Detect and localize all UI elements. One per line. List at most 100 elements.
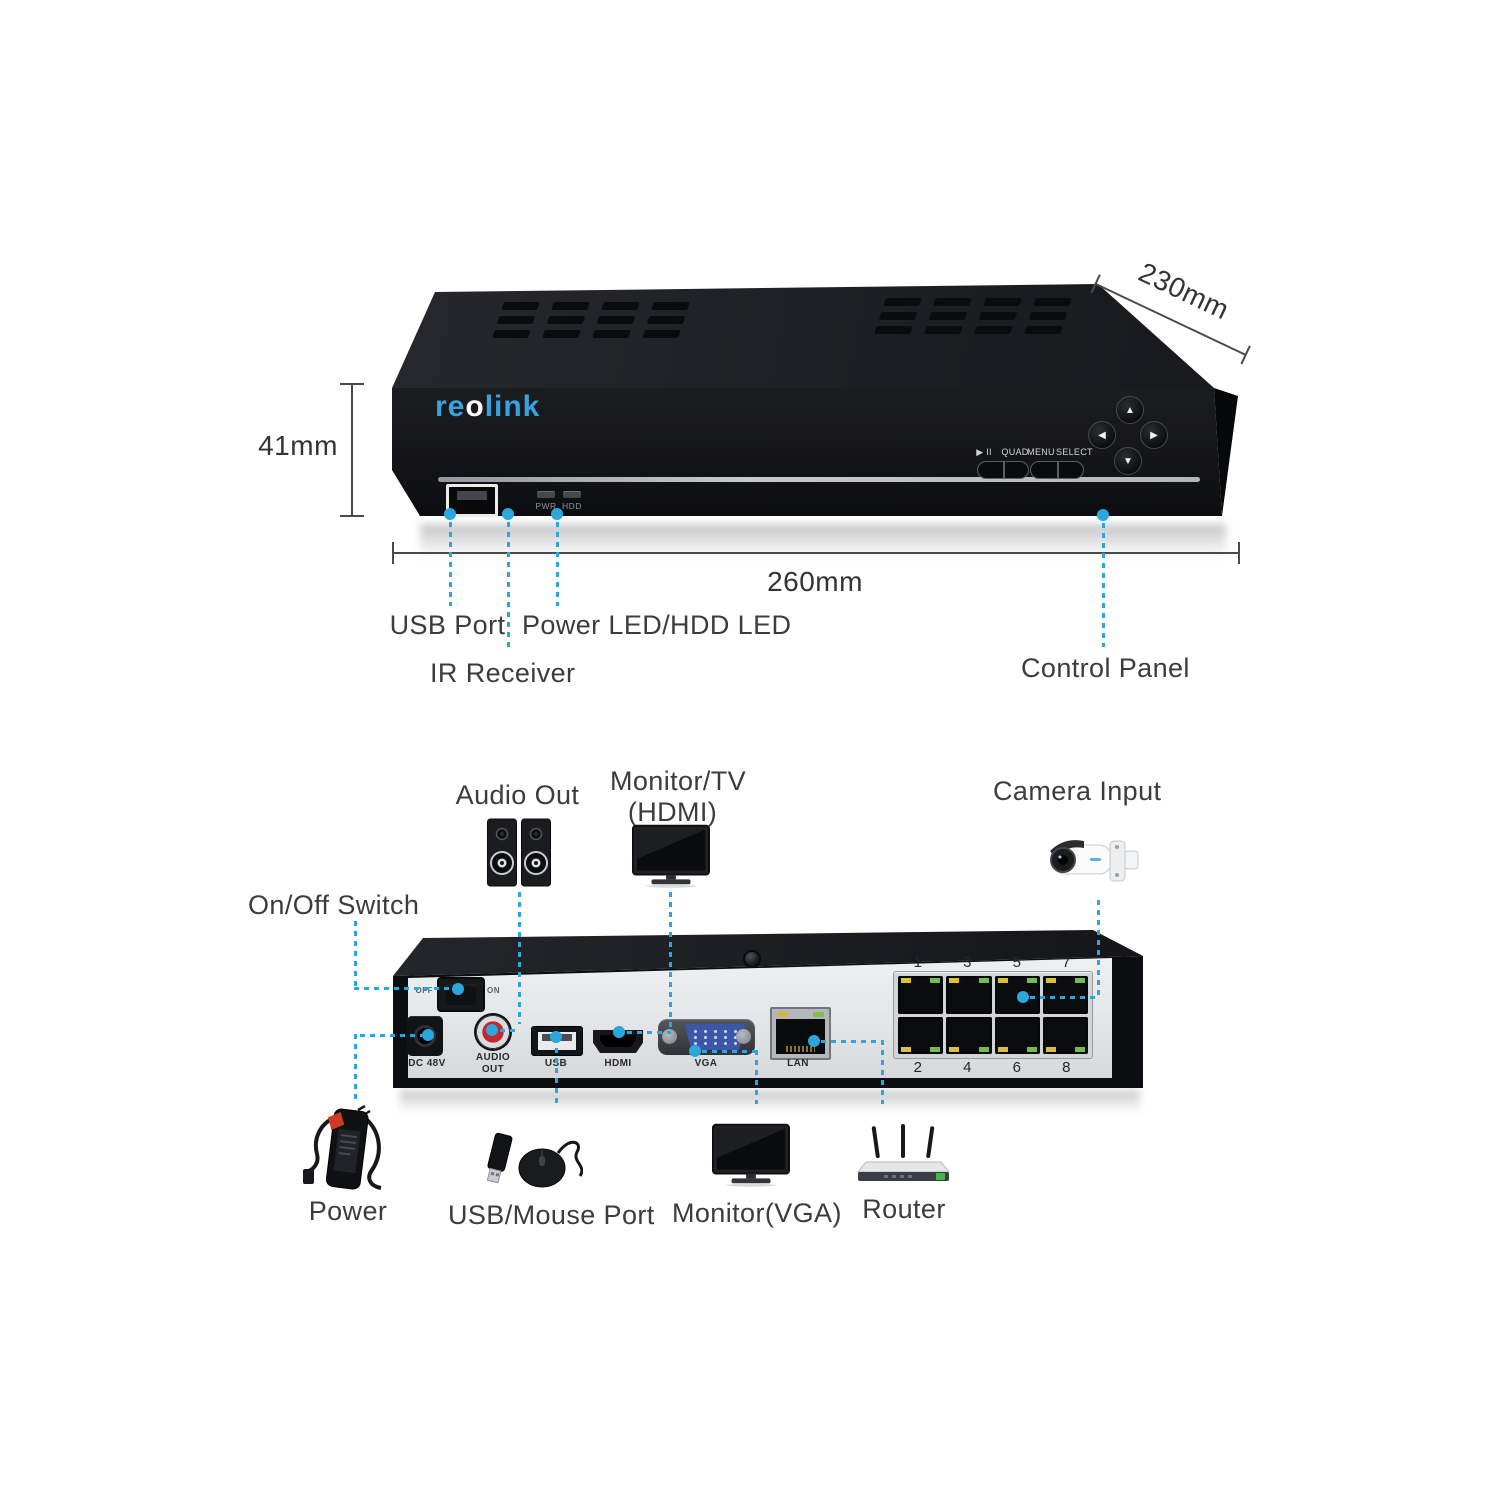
- rj45-port-grid: [898, 976, 1088, 1054]
- leader-line-onoff: [354, 921, 357, 987]
- audio-label-line1: AUDIO: [475, 1052, 511, 1063]
- camera-icon: [1050, 840, 1139, 882]
- vga-pin: [723, 1035, 727, 1039]
- vent-grille-right: [874, 298, 1072, 334]
- leader-line-camera-input: [1097, 900, 1100, 997]
- leader-line-power: [354, 1034, 357, 1104]
- rj45-port: [1042, 1016, 1088, 1054]
- vga-pin: [713, 1035, 717, 1039]
- rear-device-reflection: [400, 1090, 1140, 1118]
- vent-slot: [874, 326, 913, 334]
- vga-pin: [733, 1029, 737, 1033]
- camera-port-number: 4: [963, 1059, 972, 1076]
- usb-mouse-icon: [486, 1132, 583, 1188]
- front-device-reflection: [420, 524, 1226, 568]
- power-led: [537, 491, 555, 498]
- height-dimension-label: 41mm: [258, 430, 338, 461]
- vga-pin: [733, 1041, 737, 1045]
- vga-port[interactable]: [658, 1019, 755, 1055]
- play-quad-button[interactable]: [977, 461, 1029, 479]
- router-callout: Router: [862, 1194, 946, 1224]
- camera-port-number: 8: [1062, 1059, 1071, 1076]
- leader-line-vga: [702, 1050, 758, 1053]
- lan-port[interactable]: [770, 1007, 831, 1060]
- leader-line-vga: [755, 1050, 758, 1104]
- rj45-port: [898, 1016, 944, 1054]
- camera-port-number: 3: [963, 954, 972, 971]
- menu-select-button[interactable]: [1030, 461, 1084, 479]
- ir-receiver-callout: IR Receiver: [430, 658, 576, 688]
- dimension-tick: [392, 542, 394, 564]
- vga-pin: [703, 1029, 707, 1033]
- camera-port-number: 5: [1012, 954, 1021, 971]
- vent-slot: [551, 302, 590, 310]
- camera-input-callout: Camera Input: [993, 776, 1162, 806]
- rj45-port: [994, 1016, 1040, 1054]
- on-off-switch[interactable]: [437, 977, 485, 1012]
- callout-dot-vga: [689, 1045, 701, 1057]
- vent-slot: [928, 312, 968, 320]
- vent-slot: [1033, 298, 1072, 306]
- usb-port-callout: USB Port: [389, 610, 506, 640]
- arrow-up-button[interactable]: ▲: [1116, 396, 1144, 424]
- hdmi-port-label: HDMI: [604, 1058, 632, 1069]
- monitor-tv-callout-line1: Monitor/TV: [610, 766, 747, 796]
- vent-slot: [933, 298, 972, 306]
- power-adapter-icon: [303, 1104, 382, 1190]
- logo-part: re: [435, 390, 466, 423]
- vent-grille-left: [492, 302, 690, 338]
- hdmi-inner: [600, 1035, 636, 1047]
- arrow-down-button[interactable]: ▼: [1114, 447, 1142, 475]
- width-dimension-line: [393, 552, 1239, 554]
- monitor-hdmi-icon: [632, 824, 710, 888]
- leader-line-audio: [518, 892, 521, 1024]
- vent-slot: [642, 330, 681, 338]
- rj45-port: [898, 976, 944, 1014]
- leader-line-hdmi: [669, 892, 672, 1032]
- lan-contacts: [786, 1046, 815, 1052]
- leader-line-led: [556, 522, 559, 606]
- vent-slot: [542, 330, 581, 338]
- reolink-logo: reolink: [435, 390, 540, 424]
- vent-slot: [883, 298, 922, 306]
- vent-slot: [878, 312, 918, 320]
- leader-line-power: [360, 1034, 422, 1037]
- power-led-label: PWR: [535, 501, 557, 511]
- callout-dot-camera-input: [1017, 991, 1029, 1003]
- rj45-port: [946, 1016, 992, 1054]
- dimension-tick: [340, 515, 364, 517]
- camera-port-number: 6: [1012, 1059, 1021, 1076]
- callout-dot-onoff: [452, 983, 464, 995]
- leader-line-usb-mouse: [555, 1048, 558, 1104]
- vga-pin: [723, 1029, 727, 1033]
- leader-line-camera-input: [1030, 996, 1100, 999]
- on-off-switch-callout: On/Off Switch: [248, 890, 420, 920]
- router-icon: [856, 1124, 951, 1181]
- vga-pin: [693, 1041, 697, 1045]
- audio-label-line2: OUT: [481, 1064, 505, 1075]
- vent-slot: [596, 316, 636, 324]
- callout-dot-hdmi: [613, 1026, 625, 1038]
- monitor-tv-callout-line2: (HDMI): [627, 797, 718, 827]
- switch-off-label: OFF: [415, 986, 433, 995]
- hdmi-port[interactable]: [593, 1030, 643, 1053]
- dimension-tick: [1238, 542, 1240, 564]
- vent-slot: [496, 316, 536, 324]
- arrow-right-button[interactable]: ▶: [1140, 421, 1168, 449]
- audio-out-callout: Audio Out: [455, 780, 580, 810]
- callout-dot-power: [422, 1029, 434, 1041]
- vent-slot: [646, 316, 686, 324]
- rj45-port: [1042, 976, 1088, 1014]
- arrow-left-button[interactable]: ◀: [1088, 421, 1116, 449]
- callout-dot-audio: [486, 1024, 498, 1036]
- camera-input-port-block[interactable]: [893, 971, 1093, 1059]
- height-dimension-line: [351, 384, 353, 516]
- front-silver-stripe: [438, 477, 1200, 482]
- dc-port-label: DC 48V: [408, 1058, 446, 1069]
- speakers-icon: [487, 818, 551, 887]
- vent-slot: [983, 298, 1022, 306]
